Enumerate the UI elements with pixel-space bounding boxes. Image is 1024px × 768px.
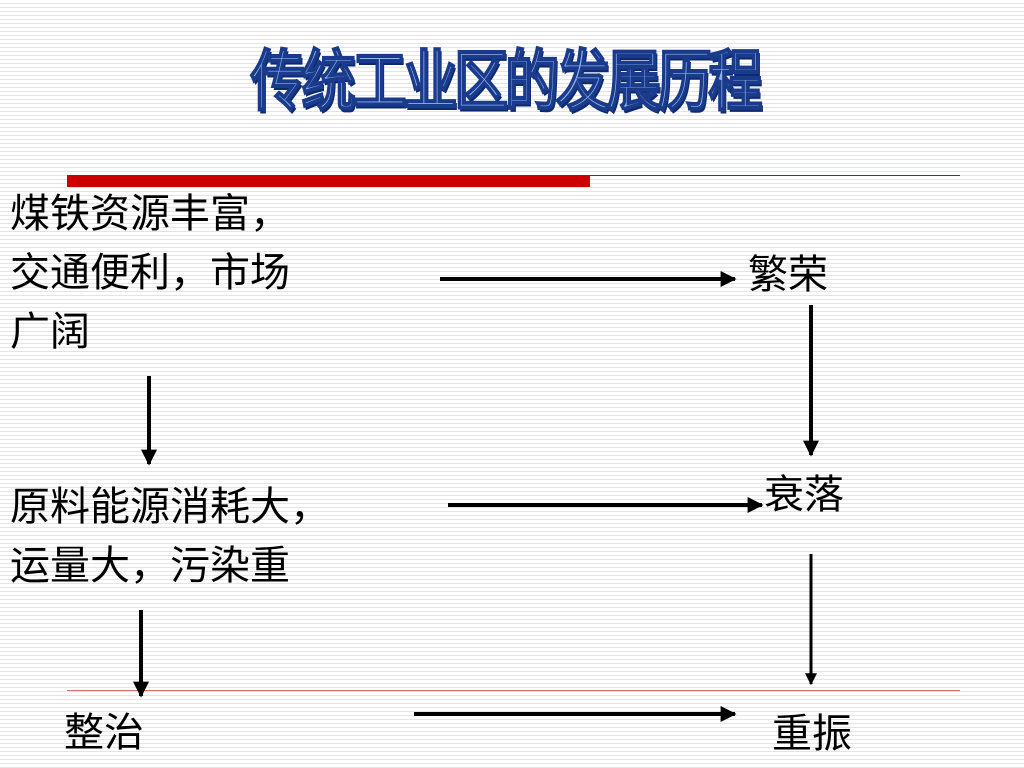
node-prosperity: 繁荣: [748, 252, 828, 298]
title-underline-thin: [590, 175, 960, 176]
title-underline-thick: [67, 175, 590, 187]
node-decline: 衰落: [764, 472, 844, 518]
node-conditions: 煤铁资源丰富， 交通便利，市场 广阔: [10, 191, 290, 355]
node-revival: 重振: [772, 711, 852, 757]
bottom-rule: [67, 690, 960, 691]
node-remedy: 整治: [64, 710, 144, 756]
slide-title: 传统工业区的发展历程: [250, 42, 763, 121]
node-problems: 原料能源消耗大， 运量大，污染重: [10, 484, 330, 589]
